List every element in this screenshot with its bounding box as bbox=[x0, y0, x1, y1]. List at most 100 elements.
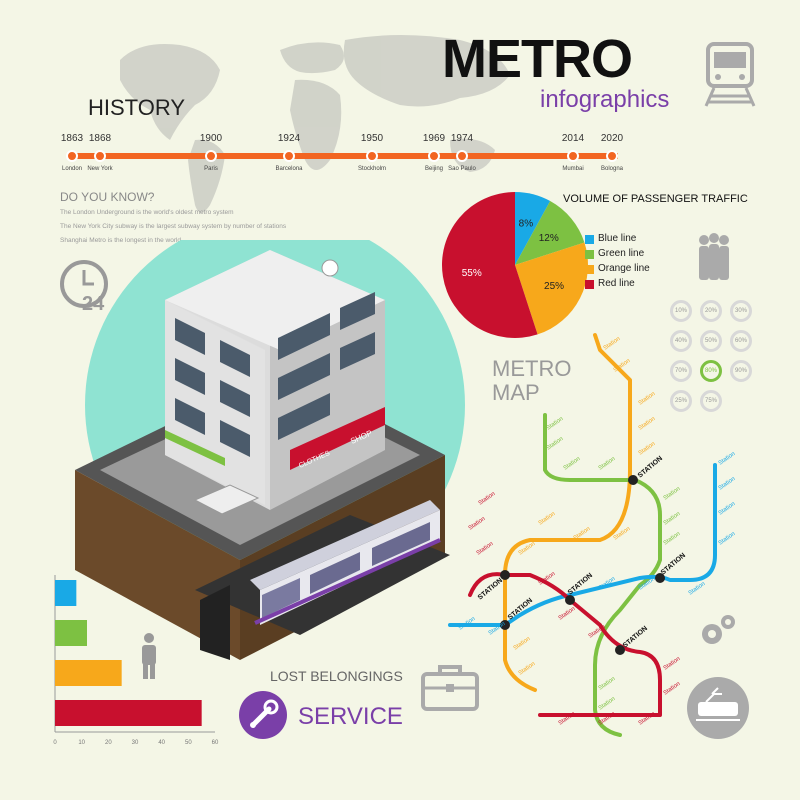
service-label: SERVICE bbox=[298, 703, 403, 730]
percent-indicator: 25% bbox=[670, 390, 692, 412]
timeline-city: Barcelona bbox=[275, 166, 303, 172]
station-label: Station bbox=[718, 531, 737, 547]
station-label: Station bbox=[638, 416, 657, 432]
fact-item: Shanghai Metro is the longest in the wor… bbox=[60, 237, 182, 244]
timeline-year: 1950 bbox=[360, 133, 384, 144]
pie-slice-label: 8% bbox=[519, 219, 534, 230]
legend-swatch bbox=[585, 235, 594, 244]
station-label: Station bbox=[598, 456, 617, 472]
timeline-dot bbox=[606, 150, 618, 162]
metro-map-label-line1: METRO bbox=[492, 356, 572, 381]
legend-label: Orange line bbox=[598, 263, 650, 274]
station-label: Station bbox=[663, 486, 682, 502]
timeline-year: 1924 bbox=[277, 133, 301, 144]
legend-label: Blue line bbox=[598, 233, 637, 244]
station-label: Station bbox=[663, 681, 682, 697]
green-line bbox=[543, 413, 662, 737]
timeline-city: New York bbox=[87, 166, 113, 172]
station-label: Station bbox=[638, 391, 657, 407]
pie-slice-label: 12% bbox=[539, 233, 559, 244]
station-label: Station bbox=[513, 636, 532, 652]
percent-indicator: 75% bbox=[700, 390, 722, 412]
station-label: Station bbox=[603, 336, 622, 352]
clock-label: 24 bbox=[82, 293, 105, 314]
briefcase-icon bbox=[421, 665, 479, 711]
history-timeline bbox=[66, 150, 618, 162]
red-line bbox=[468, 572, 662, 717]
percent-indicator: 70% bbox=[670, 360, 692, 382]
timeline-year: 1969 bbox=[422, 133, 446, 144]
station-label: Station bbox=[598, 696, 617, 712]
metro-map-label-line2: MAP bbox=[492, 380, 540, 405]
bar-tick-label: 40 bbox=[158, 740, 165, 746]
timeline-year: 2020 bbox=[600, 133, 624, 144]
interchange-station bbox=[615, 645, 625, 655]
timeline-dot bbox=[428, 150, 440, 162]
percent-indicator: 20% bbox=[700, 300, 722, 322]
clock-24-icon: 24 bbox=[60, 260, 108, 314]
interchange-label: STATION bbox=[660, 552, 687, 576]
station-label: Station bbox=[538, 511, 557, 527]
timeline-dot bbox=[66, 150, 78, 162]
pie-slice-label: 55% bbox=[462, 268, 482, 279]
page-title: METRO bbox=[442, 29, 633, 89]
legend-label: Red line bbox=[598, 278, 635, 289]
timeline-dot bbox=[567, 150, 579, 162]
timeline-dot bbox=[366, 150, 378, 162]
people-icon bbox=[699, 233, 729, 280]
station-label: Station bbox=[468, 516, 487, 532]
bar-tick-label: 30 bbox=[132, 740, 139, 746]
bar bbox=[55, 700, 202, 726]
building-illustration: CLOTHES SHOP bbox=[75, 240, 465, 660]
interchange-station bbox=[628, 475, 638, 485]
pie-slice-green-line bbox=[515, 201, 585, 265]
interchange-station bbox=[500, 570, 510, 580]
did-you-know-heading: DO YOU KNOW? bbox=[60, 190, 155, 204]
fact-item: The New York City subway is the largest … bbox=[60, 223, 287, 230]
interchange-station bbox=[565, 595, 575, 605]
timeline-dot bbox=[94, 150, 106, 162]
legend-swatch bbox=[585, 280, 594, 289]
timeline-city: Bologna bbox=[600, 166, 624, 172]
timeline-city: Beijing bbox=[424, 166, 444, 172]
station-label: Station bbox=[478, 491, 497, 507]
interchange-station bbox=[500, 620, 510, 630]
bar-tick-label: 60 bbox=[212, 740, 219, 746]
station-label: Station bbox=[718, 451, 737, 467]
bar bbox=[55, 660, 122, 686]
timeline-dot bbox=[456, 150, 468, 162]
legend-swatch bbox=[585, 250, 594, 259]
station-label: Station bbox=[688, 581, 707, 597]
timeline-year: 1900 bbox=[199, 133, 223, 144]
gear-icon bbox=[702, 615, 735, 644]
bar-tick-label: 20 bbox=[105, 740, 112, 746]
timeline-city: Paris bbox=[204, 166, 218, 172]
timeline-city: London bbox=[61, 166, 83, 172]
station-label: Station bbox=[546, 436, 565, 452]
metro-map-label: METRO MAP bbox=[492, 357, 571, 405]
pie-slice-orange-line bbox=[515, 242, 588, 335]
bar-tick-label: 10 bbox=[78, 740, 85, 746]
timeline-year: 2014 bbox=[561, 133, 585, 144]
percent-indicator: 10% bbox=[670, 300, 692, 322]
station-label: Station bbox=[638, 441, 657, 457]
percent-indicator: 80% bbox=[700, 360, 722, 382]
wrench-icon bbox=[239, 691, 287, 739]
pie-title: VOLUME OF PASSENGER TRAFFIC bbox=[563, 193, 748, 205]
legend-swatch bbox=[585, 265, 594, 274]
percent-indicator: 50% bbox=[700, 330, 722, 352]
station-label: Station bbox=[558, 606, 577, 622]
timeline-year: 1974 bbox=[450, 133, 474, 144]
timeline-city: Stockholm bbox=[357, 166, 387, 172]
station-label: Station bbox=[718, 501, 737, 517]
timeline-dot bbox=[205, 150, 217, 162]
station-label: Station bbox=[663, 656, 682, 672]
interchange-label: STATION bbox=[622, 625, 649, 649]
lost-belongings-label: LOST BELONGINGS bbox=[270, 668, 403, 684]
fact-item: The London Underground is the world's ol… bbox=[60, 209, 234, 216]
interchange-station bbox=[655, 573, 665, 583]
timeline-year: 1863 bbox=[60, 133, 84, 144]
percent-indicator: 40% bbox=[670, 330, 692, 352]
tram-icon bbox=[687, 677, 749, 739]
station-label: Station bbox=[518, 661, 537, 677]
